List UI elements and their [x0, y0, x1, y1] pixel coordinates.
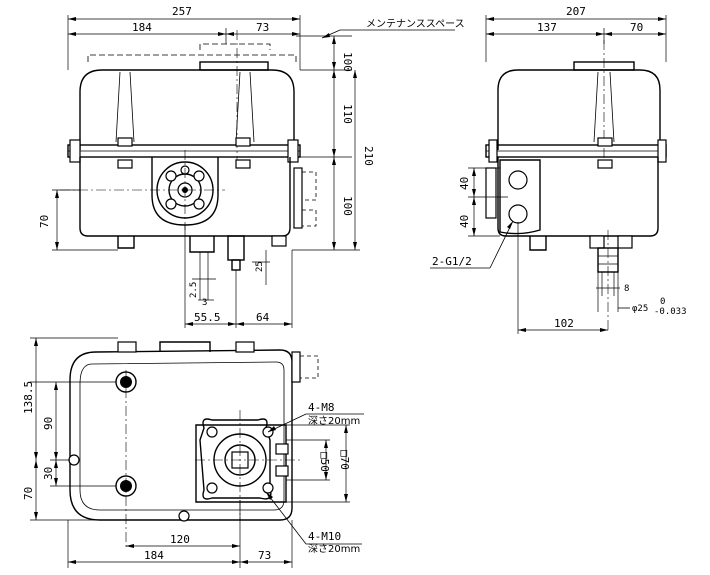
- side-dim-102: 102: [554, 317, 574, 330]
- front-dim-25: 25: [255, 261, 265, 272]
- side-width-left: 137: [537, 21, 557, 34]
- front-height-lower: 100: [341, 196, 354, 216]
- thread-m8-depth: 深さ20mm: [308, 415, 360, 427]
- thread-m10-label: 4-M10: [308, 530, 341, 543]
- square-50: □50: [318, 452, 331, 472]
- square-70: □70: [338, 450, 351, 470]
- bottom-width-right: 73: [258, 549, 271, 562]
- front-dim-2-5: 2.5: [189, 282, 199, 298]
- maintenance-space-note: メンテナンススペース: [366, 18, 465, 30]
- bottom-dim-120: 120: [170, 533, 190, 546]
- front-width-left: 184: [132, 21, 152, 34]
- front-height-total: 210: [362, 146, 375, 166]
- front-height-space: 100: [341, 52, 354, 72]
- port-thread-label: 2-G1/2: [432, 255, 472, 268]
- side-width-total: 207: [566, 5, 586, 18]
- shaft-tol-lower: -0.033: [654, 307, 687, 317]
- front-dim-55-5: 55.5: [194, 311, 221, 324]
- bottom-dim-138-5: 138.5: [22, 381, 35, 414]
- front-view: 257 184 73: [38, 5, 465, 328]
- front-height-upper: 110: [341, 104, 354, 124]
- side-dim-40-top: 40: [458, 177, 471, 190]
- front-width-right: 73: [256, 21, 269, 34]
- side-dim-40-bottom: 40: [458, 215, 471, 228]
- front-dim-64: 64: [256, 311, 270, 324]
- side-dim-8: 8: [624, 284, 629, 294]
- side-width-right: 70: [630, 21, 643, 34]
- shaft-diameter: φ25: [632, 304, 648, 314]
- bottom-dim-90: 90: [42, 417, 55, 430]
- side-view: 207 137 70: [430, 5, 687, 334]
- thread-m10-depth: 深さ20mm: [308, 543, 360, 555]
- front-dim-3: 3: [202, 298, 207, 308]
- bottom-dim-70: 70: [22, 487, 35, 500]
- front-height-left: 70: [38, 215, 51, 228]
- shaft-tol-upper: 0: [660, 297, 665, 307]
- bottom-width-left: 184: [144, 549, 164, 562]
- bottom-view: 138.5 90 30 70 4-M8 深さ20mm □50 □70 4-M10…: [22, 337, 364, 568]
- front-width-total: 257: [172, 5, 192, 18]
- bottom-dim-30: 30: [42, 467, 55, 480]
- thread-m8-label: 4-M8: [308, 401, 335, 414]
